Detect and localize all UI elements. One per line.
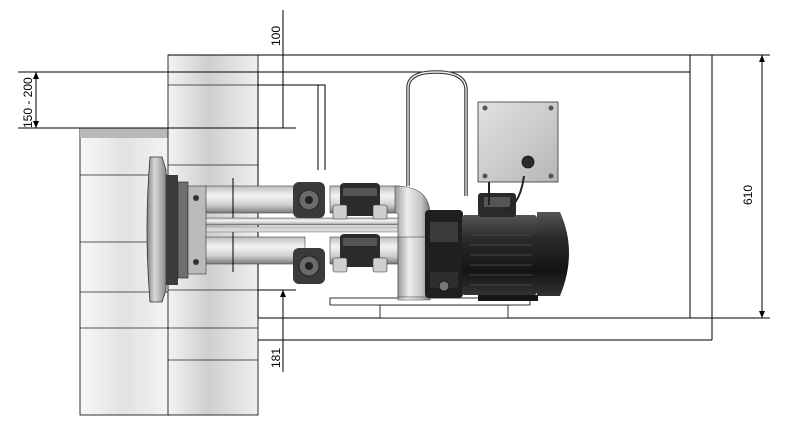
dimension-150-200-label: 150 - 200 bbox=[21, 77, 35, 128]
dimension-610: 610 bbox=[712, 54, 770, 319]
dimension-181: 181 bbox=[258, 289, 296, 372]
dimension-150-200: 150 - 200 bbox=[18, 71, 292, 129]
pump-motor bbox=[462, 193, 569, 301]
dimension-100: 100 bbox=[269, 10, 296, 129]
upper-valve bbox=[293, 182, 325, 218]
counter-current-nozzle bbox=[146, 156, 207, 303]
control-cables bbox=[488, 175, 525, 211]
air-hose bbox=[406, 70, 468, 196]
dimension-181-label: 181 bbox=[269, 348, 283, 368]
pipe-elbow bbox=[394, 185, 431, 301]
pump-housing bbox=[425, 210, 463, 298]
thin-connecting-pipe bbox=[199, 217, 431, 233]
dimension-610-label: 610 bbox=[741, 185, 755, 205]
dimension-100-label: 100 bbox=[269, 26, 283, 46]
pipe-couplings bbox=[332, 183, 388, 273]
lower-valve bbox=[293, 248, 325, 284]
control-box bbox=[477, 101, 559, 183]
